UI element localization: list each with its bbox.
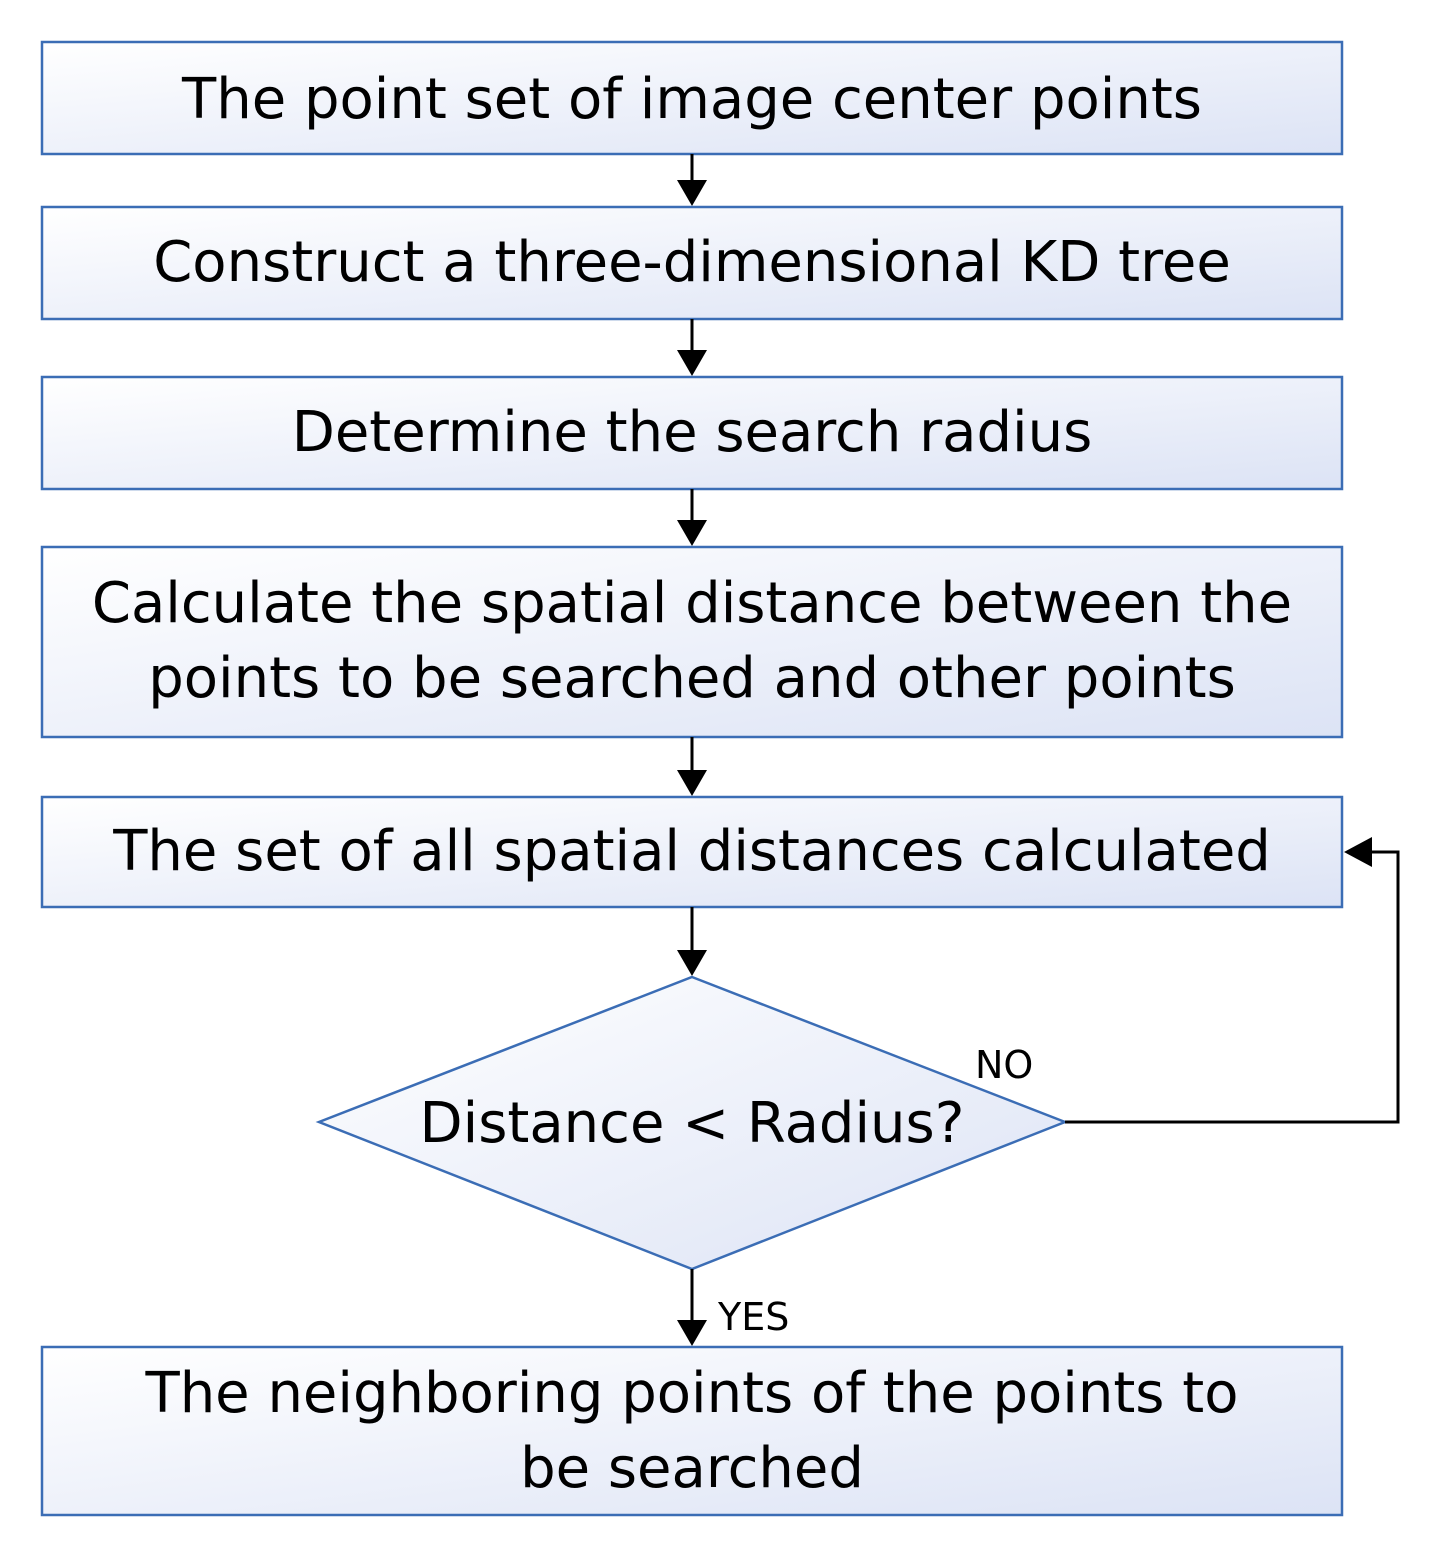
process-box-calculate-distance-line-1: Calculate the spatial distance between t…: [92, 571, 1292, 636]
process-box-point-set-text: The point set of image center points: [181, 67, 1202, 132]
process-box-calculate-distance: Calculate the spatial distance between t…: [40, 545, 1344, 739]
arrow-no-loop: [1065, 837, 1400, 1124]
arrow-step-3-to-4: [677, 489, 707, 546]
arrow-step-1-to-2: [677, 154, 707, 206]
decision-diamond: Distance < Radius?: [315, 975, 1069, 1271]
arrow-step-5-to-decision: [677, 907, 707, 976]
process-box-neighboring-points-line-1: The neighboring points of the points to: [144, 1361, 1238, 1426]
process-box-search-radius-text: Determine the search radius: [292, 400, 1093, 465]
process-box-point-set: The point set of image center points: [40, 40, 1344, 156]
arrow-step-2-to-3: [677, 319, 707, 376]
process-box-search-radius: Determine the search radius: [40, 375, 1344, 491]
process-box-distance-set: The set of all spatial distances calcula…: [40, 795, 1344, 909]
process-box-construct-kd-tree: Construct a three-dimensional KD tree: [40, 205, 1344, 321]
decision-text: Distance < Radius?: [420, 1091, 965, 1156]
no-label: NO: [975, 1043, 1033, 1087]
process-box-construct-kd-tree-text: Construct a three-dimensional KD tree: [153, 230, 1231, 295]
process-box-neighboring-points-line-2: be searched: [520, 1436, 864, 1501]
process-box-neighboring-points: The neighboring points of the points to …: [40, 1345, 1344, 1517]
process-box-distance-set-text: The set of all spatial distances calcula…: [112, 819, 1271, 884]
yes-label: YES: [717, 1295, 789, 1339]
arrow-step-4-to-5: [677, 737, 707, 796]
process-box-calculate-distance-line-2: points to be searched and other points: [148, 646, 1236, 711]
arrow-yes: [677, 1269, 707, 1346]
